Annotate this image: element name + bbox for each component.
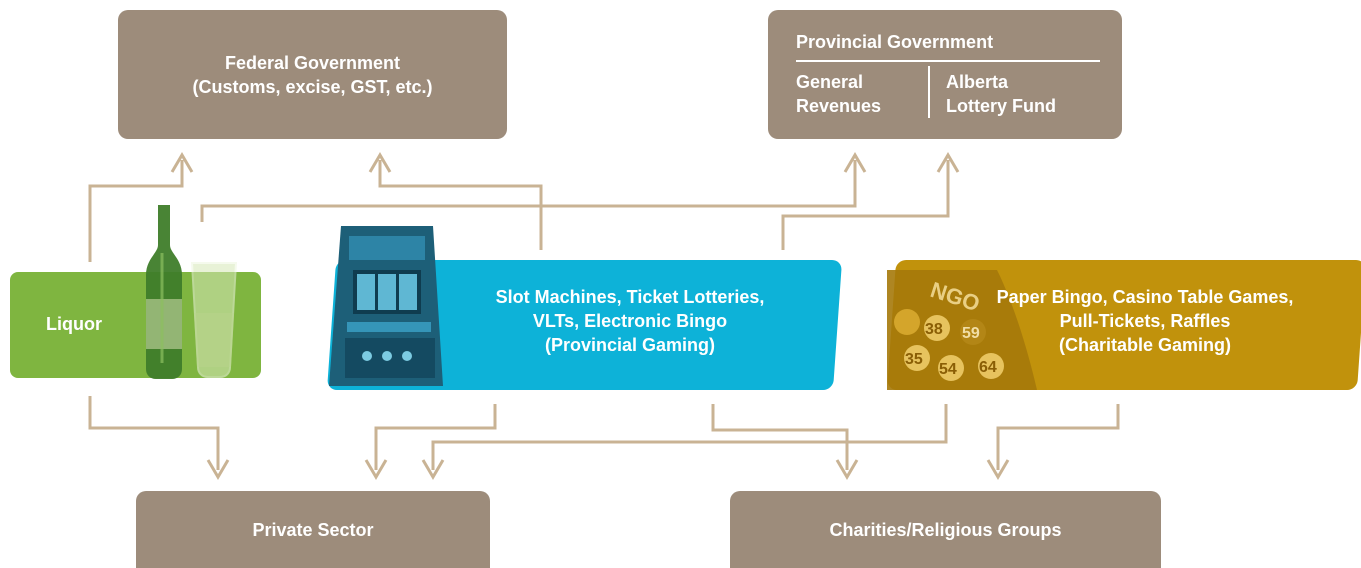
arrowhead-down-charities-2 (986, 459, 1010, 480)
flow-liquor-to-provincial (200, 160, 857, 222)
private-sector-label: Private Sector (252, 519, 374, 540)
general-revenues-line2: Revenues (796, 96, 882, 116)
charitable-gaming-line1: Paper Bingo, Casino Table Games, (996, 287, 1294, 307)
lottery-fund-line2: Lottery Fund (946, 96, 1056, 116)
arrowhead-up-federal-right (368, 152, 392, 173)
provincial-gaming-text: Slot Machines, Ticket Lotteries, VLTs, E… (430, 285, 830, 357)
bingo-number-3: 35 (905, 351, 923, 368)
flow-provgaming-to-charities (711, 404, 849, 470)
charities-box: Charities/Religious Groups (730, 491, 1161, 568)
lottery-fund-line1: Alberta (946, 72, 1009, 92)
provincial-gaming-line2: VLTs, Electronic Bingo (532, 311, 728, 331)
provincial-gaming-line3: (Provincial Gaming) (544, 335, 716, 355)
flow-chargaming-to-private (431, 404, 948, 470)
arrowhead-down-charities-1 (835, 459, 859, 480)
provincial-divider (928, 66, 930, 118)
arrowhead-down-private-1 (206, 459, 230, 480)
flow-provgaming-to-private (374, 404, 497, 470)
bingo-number-1: 38 (925, 321, 943, 338)
liquor-label: Liquor (46, 314, 102, 334)
flow-liquor-to-federal (88, 160, 184, 262)
arrowhead-down-private-2 (364, 459, 388, 480)
bingo-number-5: 64 (979, 359, 997, 376)
arrowhead-up-provincial-right (936, 152, 960, 173)
slot-machine-icon (329, 226, 443, 386)
private-sector-box: Private Sector (136, 491, 490, 568)
flow-chargaming-to-charities (996, 404, 1120, 470)
charitable-gaming-line3: (Charitable Gaming) (1058, 335, 1232, 355)
flow-provgaming-to-lottery-fund (781, 160, 950, 250)
bingo-number-4: 54 (939, 361, 957, 378)
arrowhead-up-federal-left (170, 152, 194, 173)
charitable-gaming-text: Paper Bingo, Casino Table Games, Pull-Ti… (930, 285, 1360, 357)
charitable-gaming-line2: Pull-Tickets, Raffles (1059, 311, 1231, 331)
flow-liquor-to-private (88, 396, 220, 470)
bingo-card-icon: NGO 38 59 35 54 64 (887, 270, 1037, 390)
arrowhead-down-private-3 (421, 459, 445, 480)
federal-government-box: Federal Government (Customs, excise, GST… (118, 10, 507, 139)
federal-title: Federal Government (224, 52, 401, 73)
flow-provgaming-to-federal (378, 160, 543, 250)
general-revenues-label: General Revenues (796, 70, 921, 118)
provincial-government-box (768, 10, 1122, 139)
federal-subtitle: (Customs, excise, GST, etc.) (192, 76, 433, 97)
charities-label: Charities/Religious Groups (829, 519, 1062, 540)
general-revenues-line1: General (796, 72, 864, 92)
arrowhead-up-provincial-left (843, 152, 867, 173)
provincial-gaming-line1: Slot Machines, Ticket Lotteries, (495, 287, 765, 307)
alberta-lottery-fund-label: Alberta Lottery Fund (946, 70, 1106, 118)
provincial-rule (796, 60, 1100, 62)
bingo-number-2: 59 (962, 325, 980, 342)
provincial-title: Provincial Government (796, 32, 994, 52)
bottle-glass-icon (146, 205, 238, 379)
